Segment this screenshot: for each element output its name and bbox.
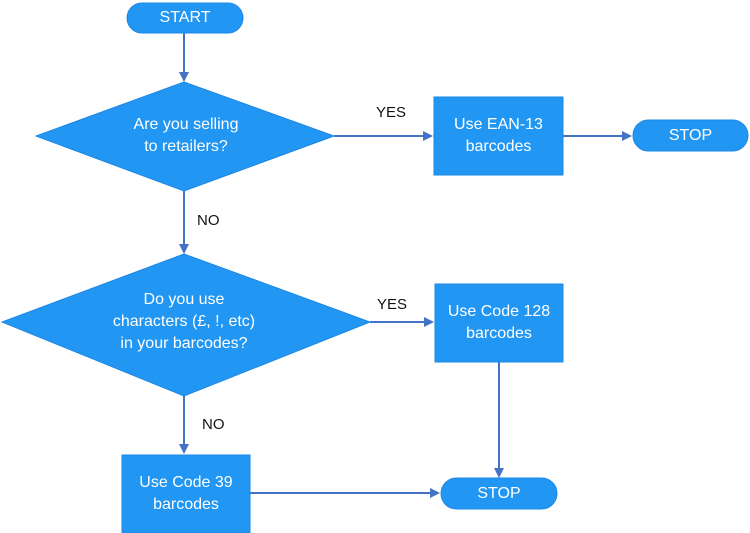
code39-label: Use Code 39 barcodes — [139, 474, 233, 513]
yes-label-retailers: YES — [376, 104, 407, 121]
no-label-retailers: NO — [197, 212, 220, 229]
no-label-characters: NO — [202, 416, 225, 433]
ean13-label: Use EAN-13 barcodes — [454, 116, 543, 155]
process-code128 — [434, 283, 564, 363]
stop-terminator-bottom — [440, 477, 558, 510]
decision-characters — [0, 253, 372, 397]
code128-label: Use Code 128 barcodes — [447, 303, 551, 342]
start-label: START — [159, 9, 211, 26]
stop-top-label: STOP — [668, 126, 713, 144]
yes-label-characters: YES — [377, 296, 408, 313]
question-characters-label: Do you use characters (£, !, etc) in you… — [112, 291, 256, 352]
process-code39 — [121, 454, 251, 533]
start-terminator — [126, 2, 244, 34]
stop-bottom-label: STOP — [477, 484, 521, 502]
process-ean13 — [433, 96, 564, 176]
question-retailers-label: Are you selling to retailers? — [133, 116, 239, 155]
stop-terminator-top — [632, 119, 749, 152]
decision-retailers — [34, 81, 336, 192]
